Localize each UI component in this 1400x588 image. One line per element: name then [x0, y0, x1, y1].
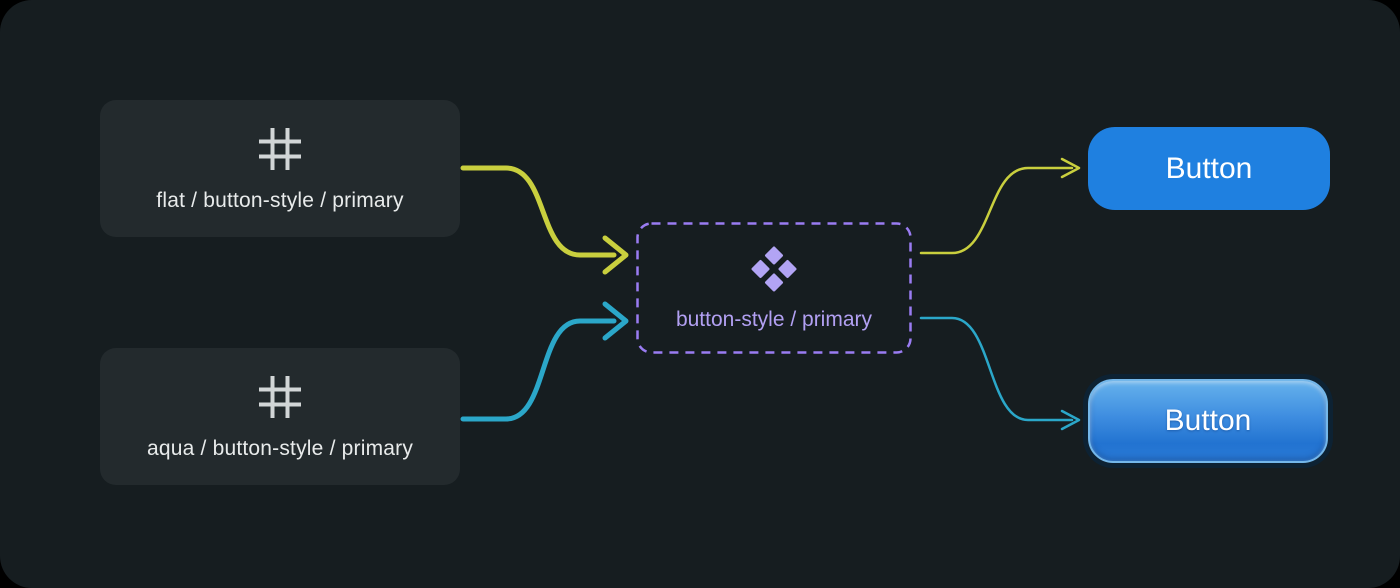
variable-label-aqua: aqua / button-style / primary [146, 437, 414, 460]
variable-card-flat: flat / button-style / primary [100, 100, 460, 237]
arrow-aqua-to-component [460, 301, 629, 422]
hash-icon [257, 126, 303, 172]
component-label: button-style / primary [675, 308, 873, 331]
variable-label-flat: flat / button-style / primary [156, 189, 404, 212]
hash-icon [257, 374, 303, 420]
arrow-flat-to-component [460, 165, 629, 275]
arrow-component-to-flat-button [919, 157, 1081, 255]
component-icon [750, 245, 798, 293]
arrow-component-to-aqua-button [919, 316, 1081, 431]
variable-card-aqua: aqua / button-style / primary [100, 348, 460, 485]
rendered-button-aqua[interactable]: Button [1088, 379, 1328, 463]
rendered-button-flat[interactable]: Button [1088, 127, 1330, 210]
component-node: button-style / primary [636, 222, 912, 354]
